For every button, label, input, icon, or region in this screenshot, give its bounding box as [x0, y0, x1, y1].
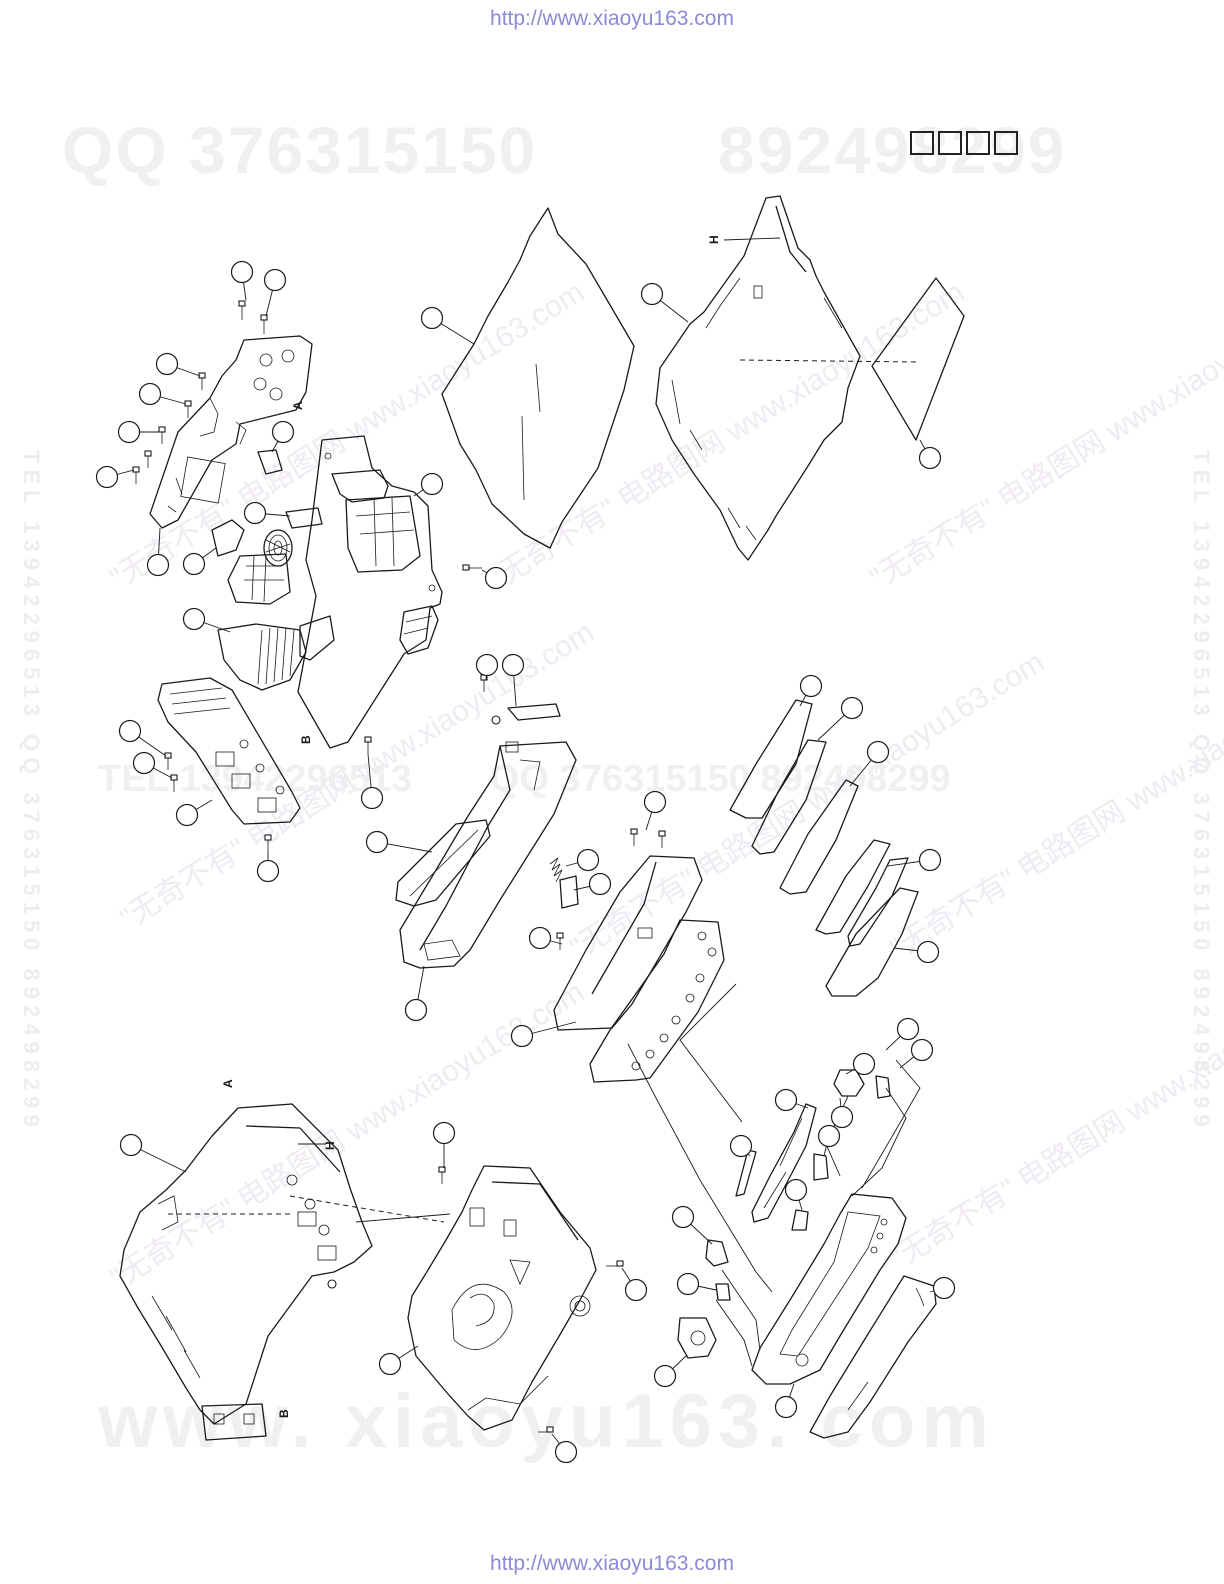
- ref-letter-a: A: [291, 401, 305, 410]
- detachable-panel: [809, 1275, 937, 1439]
- heatsink-fin-block: [217, 615, 335, 691]
- callout-balloon: [175, 803, 199, 827]
- callout-balloon: [896, 1017, 920, 1041]
- callout-balloon: [588, 872, 612, 896]
- coil-component: [263, 529, 293, 567]
- ref-letter-h: H: [323, 1141, 337, 1150]
- callout-balloon: [263, 268, 287, 292]
- callout-balloon: [155, 352, 179, 376]
- callout-balloon: [554, 1440, 578, 1464]
- top-cover-sheet: [441, 207, 635, 549]
- callout-balloon: [932, 1276, 956, 1300]
- callout-balloon: [774, 1395, 798, 1419]
- watermark-qq-right: 892498299: [718, 113, 1067, 187]
- title-box: [966, 131, 990, 155]
- header-url[interactable]: http://www.xiaoyu163.com: [490, 7, 734, 30]
- mechanism-chassis: [407, 1165, 597, 1431]
- callout-balloon: [95, 465, 119, 489]
- title-placeholder-boxes: [910, 131, 1018, 155]
- callout-balloon: [432, 1121, 456, 1145]
- callout-balloon: [138, 382, 162, 406]
- slider-parts: [507, 703, 579, 909]
- display-stack: [729, 699, 919, 997]
- callout-balloon: [365, 830, 389, 854]
- callout-balloon: [830, 1105, 854, 1129]
- callout-balloon: [420, 306, 444, 330]
- side-rail: [395, 819, 491, 907]
- callout-balloon: [378, 1352, 402, 1376]
- ref-letter-a: A: [221, 1079, 235, 1088]
- callout-balloon: [866, 740, 890, 764]
- callout-balloon: [484, 566, 508, 590]
- callout-balloon: [799, 674, 823, 698]
- footer-url[interactable]: http://www.xiaoyu163.com: [490, 1552, 734, 1575]
- callout-balloon: [118, 719, 142, 743]
- ref-letter-h: H: [707, 235, 721, 244]
- front-faceplate: [751, 1193, 907, 1385]
- ref-arrow: [723, 237, 781, 241]
- main-pcb: [297, 435, 443, 749]
- callout-balloon: [243, 501, 267, 525]
- callout-balloon: [643, 790, 667, 814]
- reference-letters: A B A B H H: [221, 235, 721, 1418]
- main-chassis-side: [119, 1103, 373, 1441]
- callout-balloon: [119, 1133, 143, 1157]
- callout-balloon: [671, 1205, 695, 1229]
- callout-balloon: [182, 552, 206, 576]
- assembly-lines: [168, 983, 921, 1367]
- callout-balloon: [117, 420, 141, 444]
- callout-balloon: [624, 1278, 648, 1302]
- callout-balloon: [653, 1364, 677, 1388]
- knob-parts: [677, 1069, 891, 1359]
- spring: [549, 857, 563, 883]
- callout-balloon: [501, 653, 525, 677]
- button-strip: [735, 1103, 817, 1223]
- callout-balloon: [230, 260, 254, 284]
- title-box: [910, 131, 934, 155]
- callout-balloon: [475, 653, 499, 677]
- callout-balloon: [910, 1038, 934, 1062]
- callout-balloon: [146, 553, 170, 577]
- heatsink-bracket: [149, 335, 313, 529]
- callout-balloon: [729, 1134, 753, 1158]
- callout-balloon: [817, 1124, 841, 1148]
- callout-balloons: [95, 260, 956, 1464]
- insulator-card: [871, 277, 965, 441]
- callout-balloon: [510, 1024, 534, 1048]
- callout-balloon: [420, 472, 444, 496]
- callout-balloon: [360, 786, 384, 810]
- callout-balloon: [132, 751, 156, 775]
- ref-letter-b: B: [299, 735, 313, 744]
- callout-balloon: [918, 446, 942, 470]
- callout-balloon: [576, 848, 600, 872]
- callout-balloon: [182, 607, 206, 631]
- heatsink-clip-parts: [211, 449, 323, 605]
- watermark-qq-left: QQ 376315150: [62, 113, 538, 187]
- panel-pcb: [589, 919, 725, 1083]
- callout-balloon: [840, 696, 864, 720]
- callout-balloon: [784, 1178, 808, 1202]
- top-chassis-frame: [655, 195, 861, 561]
- title-box: [994, 131, 1018, 155]
- watermark-mid-right: QQ 376315150 892498299: [490, 758, 951, 800]
- callout-balloon: [404, 998, 428, 1022]
- callout-balloon: [918, 848, 942, 872]
- callout-balloon: [916, 940, 940, 964]
- callout-balloon: [528, 926, 552, 950]
- callout-balloon: [774, 1088, 798, 1112]
- screws: [132, 300, 666, 1433]
- callout-balloon: [852, 1052, 876, 1076]
- watermark-bottom: www. xiaoyu163. com: [98, 1379, 995, 1464]
- alignment-dash: [739, 359, 919, 363]
- callout-balloon: [676, 1272, 700, 1296]
- ref-letter-b: B: [277, 1409, 291, 1418]
- callout-balloon: [256, 859, 280, 883]
- callout-balloon: [640, 282, 664, 306]
- title-box: [938, 131, 962, 155]
- callout-balloon: [271, 420, 295, 444]
- rear-bracket: [157, 677, 301, 825]
